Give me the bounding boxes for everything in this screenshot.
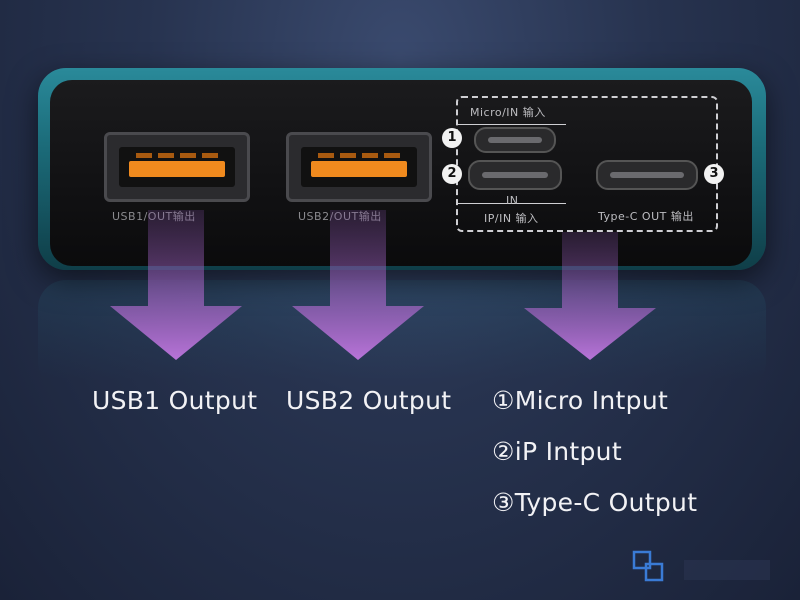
ip-port [468,160,562,190]
type-c-port [596,160,698,190]
usb1-port [104,132,250,202]
usb1-down-arrow-icon [110,210,242,360]
usb1-port-cavity [119,147,235,187]
port-number-1: 1 [442,128,462,148]
legend-type-c-output: ③Type-C Output [492,488,698,517]
legend-usb2-output: USB2 Output [286,386,452,415]
in-label: IN [506,194,519,207]
legend-ip-input: ②iP Intput [492,437,622,466]
usb2-port-cavity [301,147,417,187]
legend-usb1-output: USB1 Output [92,386,258,415]
ip-port-label: IP/IN 输入 [484,212,539,225]
port-number-3: 3 [704,164,724,184]
type-c-port-slot [610,172,684,178]
usb1-port-tongue [129,161,225,177]
port-number-2: 2 [442,164,462,184]
usb1-port-pins [133,153,221,159]
input-down-arrow-icon [524,232,656,360]
usb2-port-pins [315,153,403,159]
input-bracket [458,124,566,204]
ip-port-slot [482,172,548,178]
micro-port [474,127,556,153]
type-c-port-label: Type-C OUT 输出 [598,210,694,223]
micro-port-label: Micro/IN 输入 [470,106,546,119]
micro-port-slot [488,137,542,143]
usb2-down-arrow-icon [292,210,424,360]
stacked-squares-logo-icon [632,548,782,592]
usb2-port [286,132,432,202]
legend-micro-input: ①Micro Intput [492,386,669,415]
usb2-port-tongue [311,161,407,177]
